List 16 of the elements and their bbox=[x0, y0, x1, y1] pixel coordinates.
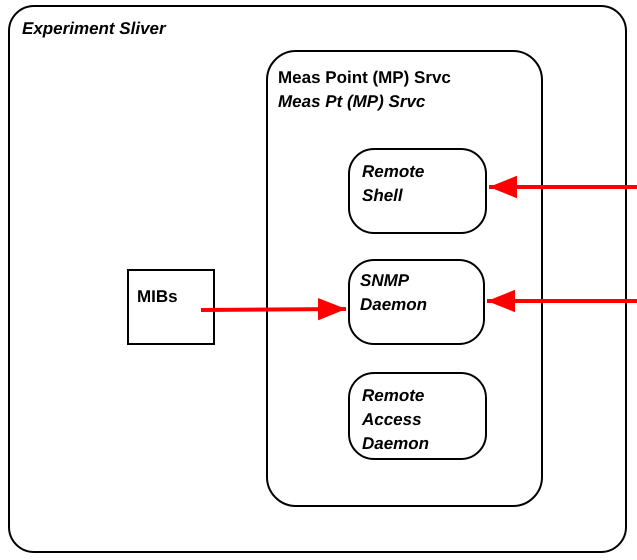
container-box bbox=[8, 5, 627, 553]
arrow bbox=[489, 176, 637, 198]
node-title: Remote Access Daemon bbox=[362, 385, 430, 455]
service-box bbox=[266, 50, 543, 507]
data-box bbox=[127, 269, 215, 345]
node-title: Remote Shell bbox=[362, 161, 426, 207]
arrow bbox=[200, 298, 346, 320]
node-title: Experiment Sliver bbox=[22, 18, 166, 40]
component-box bbox=[348, 148, 487, 234]
node-title: MIBs bbox=[137, 286, 178, 308]
node-title: Meas Point (MP) Srvc bbox=[278, 67, 451, 89]
component-box bbox=[348, 259, 485, 345]
arrow bbox=[487, 290, 637, 312]
node-title: SNMP Daemon bbox=[360, 270, 428, 316]
node-subtitle: Meas Pt (MP) Srvc bbox=[278, 91, 426, 113]
component-box bbox=[348, 372, 487, 460]
